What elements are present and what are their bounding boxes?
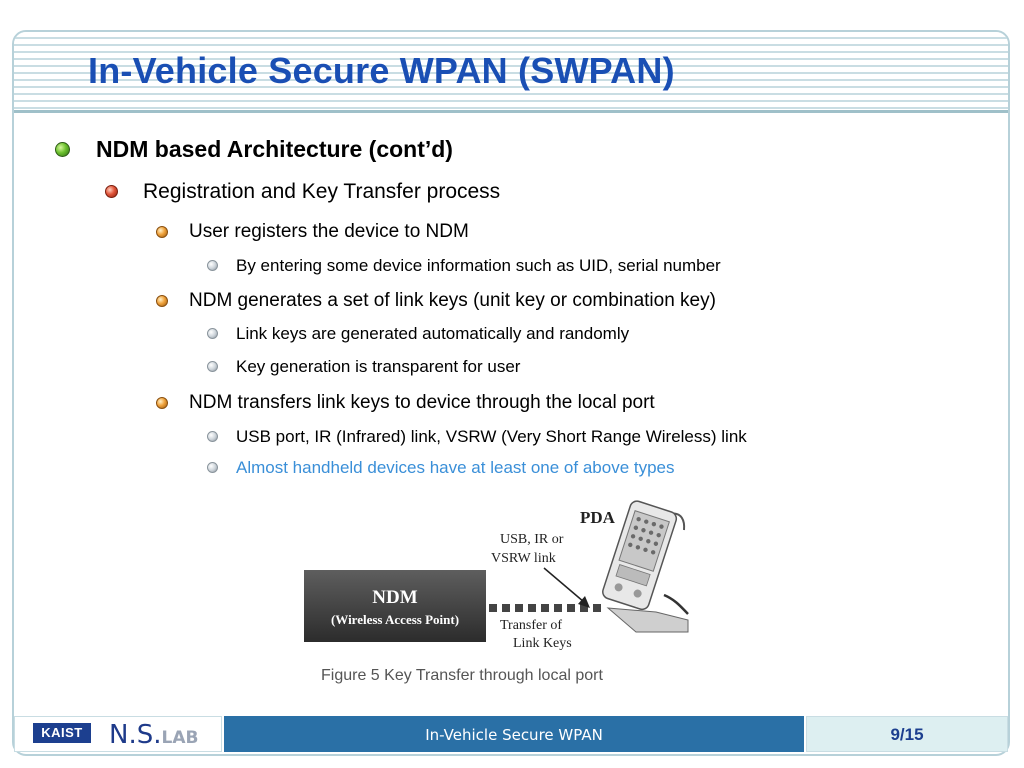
- transfer-label-line1: Transfer of: [500, 618, 563, 633]
- ndm-subtitle: (Wireless Access Point): [330, 612, 460, 627]
- orange-bullet-icon: [156, 397, 168, 409]
- footer-title: In-Vehicle Secure WPAN: [425, 726, 603, 744]
- nslab-logo-main: N.S.: [109, 720, 162, 750]
- ndm-box: NDM (Wireless Access Point): [304, 570, 486, 642]
- footer: KAIST N.S.LAB In-Vehicle Secure WPAN 9/1…: [14, 716, 1008, 756]
- bullet-text: NDM transfers link keys to device throug…: [189, 392, 655, 413]
- footer-logo-area: KAIST N.S.LAB: [14, 716, 222, 752]
- bullet-text: Link keys are generated automatically an…: [236, 324, 630, 343]
- nslab-logo: N.S.LAB: [109, 721, 198, 752]
- title-divider: [14, 110, 1008, 113]
- title-band: [14, 32, 1008, 112]
- bullet-text: By entering some device information such…: [236, 256, 721, 275]
- bullet-text: Registration and Key Transfer process: [143, 180, 501, 203]
- page-title: In-Vehicle Secure WPAN (SWPAN): [88, 50, 675, 91]
- page-number-box: 9/15: [806, 716, 1008, 752]
- link-label-line2: VSRW link: [491, 551, 556, 566]
- link-label-line1: USB, IR or: [500, 532, 564, 547]
- gray-bullet-icon: [207, 462, 218, 473]
- link-arrow-icon: [543, 567, 590, 608]
- footer-title-band: In-Vehicle Secure WPAN: [224, 716, 804, 752]
- bullet-text: Key generation is transparent for user: [236, 357, 521, 376]
- red-bullet-icon: [105, 185, 118, 198]
- ndm-title: NDM: [372, 587, 418, 608]
- dotted-link-line: [489, 604, 601, 612]
- gray-bullet-icon: [207, 328, 218, 339]
- gray-bullet-icon: [207, 361, 218, 372]
- kaist-logo: KAIST: [33, 723, 91, 743]
- green-bullet-icon: [55, 142, 70, 157]
- gray-bullet-icon: [207, 431, 218, 442]
- bullet-text: USB port, IR (Infrared) link, VSRW (Very…: [236, 427, 747, 446]
- bullet-text: NDM based Architecture (cont’d): [96, 136, 453, 162]
- transfer-label-line2: Link Keys: [513, 636, 572, 651]
- bullet-text: User registers the device to NDM: [189, 221, 469, 242]
- gray-bullet-icon: [207, 260, 218, 271]
- page-number: 9/15: [890, 725, 924, 744]
- pda-label: PDA: [580, 508, 615, 527]
- nslab-logo-suffix: LAB: [161, 728, 199, 748]
- orange-bullet-icon: [156, 226, 168, 238]
- kaist-logo-text: KAIST: [41, 725, 83, 740]
- slide-frame: [12, 30, 1010, 756]
- bullet-text-highlight: Almost handheld devices have at least on…: [236, 458, 675, 477]
- bullet-text: NDM generates a set of link keys (unit k…: [189, 290, 716, 311]
- figure-caption: Figure 5 Key Transfer through local port: [321, 667, 603, 684]
- orange-bullet-icon: [156, 295, 168, 307]
- pda-device-icon: [602, 500, 689, 633]
